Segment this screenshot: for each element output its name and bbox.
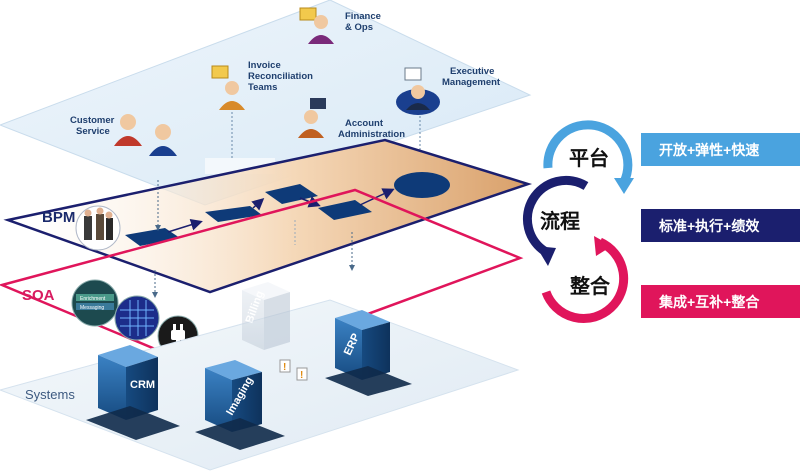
systems-label: Systems bbox=[25, 387, 75, 402]
people-layer bbox=[0, 0, 532, 206]
enrichment-messaging-icon: Enrichment Messaging bbox=[71, 279, 119, 327]
finance-label: Finance& Ops bbox=[345, 11, 381, 33]
bpm-label: BPM bbox=[42, 209, 75, 226]
finance-person bbox=[299, 7, 334, 44]
grid-service-icon bbox=[114, 295, 160, 341]
executive-person bbox=[396, 67, 440, 115]
warning-icon: ! ! bbox=[279, 359, 308, 381]
platform-tag-text: 开放+弹性+快速 bbox=[659, 142, 759, 158]
billing-cube: Billing bbox=[242, 282, 290, 350]
bpm-process-flow bbox=[125, 172, 450, 246]
process-tag bbox=[641, 209, 800, 242]
account-person bbox=[298, 98, 326, 138]
cycle-integration: 整合 bbox=[569, 274, 611, 298]
svg-text:!: ! bbox=[300, 370, 303, 381]
process-tag-text: 标准+执行+绩效 bbox=[658, 218, 760, 234]
soa-layer bbox=[0, 188, 524, 374]
cycle-diagram bbox=[522, 120, 634, 323]
customer-service-persons bbox=[114, 114, 177, 156]
svg-text:!: ! bbox=[283, 362, 286, 373]
svg-text:Messaging: Messaging bbox=[80, 305, 104, 311]
cycle-process: 流程 bbox=[540, 209, 580, 233]
platform-tag bbox=[641, 133, 800, 166]
integration-tag bbox=[641, 285, 800, 318]
bpm-people-icon bbox=[75, 205, 121, 251]
svg-text:CRM: CRM bbox=[130, 379, 155, 391]
svg-text:Enrichment: Enrichment bbox=[80, 296, 106, 302]
erp-cube: ERP bbox=[325, 310, 412, 396]
imaging-cube: Imaging bbox=[195, 360, 285, 450]
crm-cube: CRM bbox=[86, 345, 180, 440]
soa-label: SOA bbox=[22, 287, 55, 304]
bpm-layer bbox=[3, 138, 533, 294]
cycle-platform: 平台 bbox=[569, 146, 609, 170]
integration-tag-text: 集成+互补+整合 bbox=[658, 294, 760, 310]
invoice-person bbox=[211, 65, 245, 110]
